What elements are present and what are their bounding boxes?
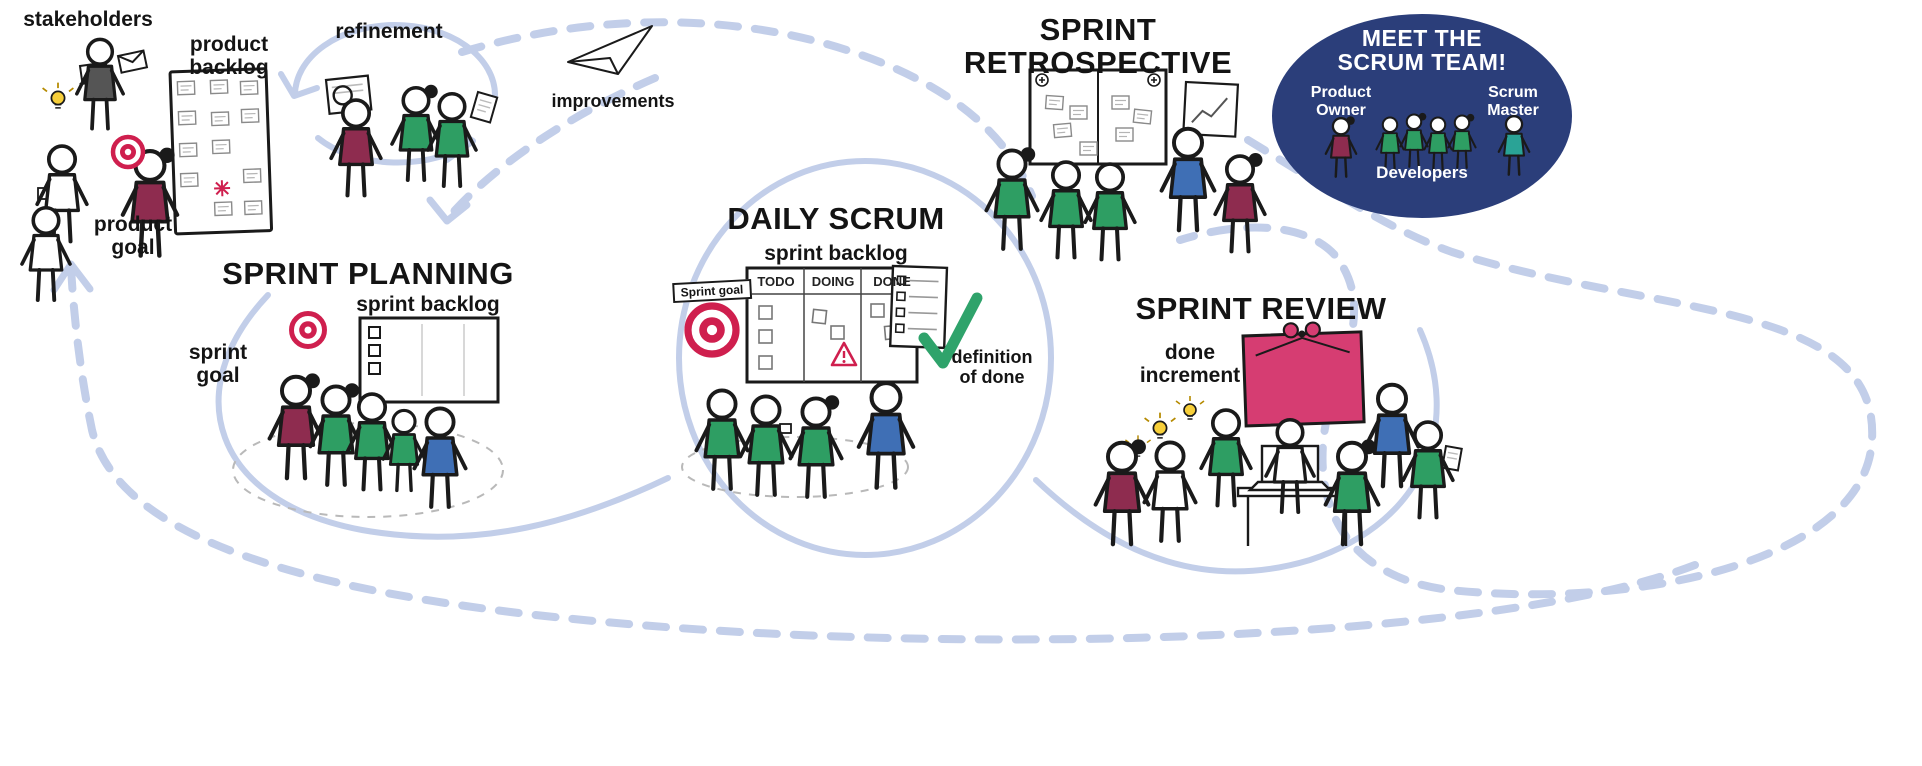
planning-sprint-backlog-label: sprint backlog — [356, 293, 500, 316]
document-icon — [1441, 444, 1463, 472]
dashed-right-loop — [1176, 136, 1877, 599]
lightbulb-icon — [1143, 411, 1177, 439]
flow-loops — [50, 18, 1877, 644]
developer-figure — [740, 396, 791, 494]
product-goal-target-icon — [113, 137, 143, 167]
stakeholder-figure — [20, 205, 72, 302]
developer-figure — [381, 408, 427, 493]
developer-figure — [1403, 422, 1453, 517]
retrospective-board — [1028, 68, 1168, 166]
retro-chart-icon — [1182, 80, 1240, 138]
lightbulb-icon — [41, 81, 75, 109]
paper-plane-icon — [567, 25, 653, 75]
developer-figure — [392, 85, 440, 180]
refinement-cycle-arrowhead — [278, 71, 320, 99]
planning-arrowhead — [426, 196, 471, 225]
sprint-goal-target-icon — [292, 314, 325, 347]
dashed-bottom-loop — [67, 264, 1699, 644]
developer-figure — [790, 395, 841, 497]
scrum-master-figure — [1366, 385, 1419, 486]
daily-sprint-backlog-label: sprint backlog — [764, 242, 908, 265]
developer-figure — [696, 390, 747, 488]
daily-goal-target-icon — [688, 306, 736, 354]
priority-star-icon — [214, 180, 231, 197]
product-backlog-label: product backlog — [189, 33, 269, 80]
definition-of-done-label: definition of done — [951, 347, 1033, 387]
product-backlog-board — [168, 67, 274, 236]
daily-scrum-loop — [676, 158, 1054, 558]
stakeholder-figure — [1144, 442, 1195, 540]
product-owner-figure — [270, 373, 323, 478]
lightbulb-icon — [1175, 395, 1205, 420]
phone-icon — [779, 423, 792, 434]
scrum-master-figure — [1162, 129, 1215, 230]
document-icon — [469, 90, 499, 124]
plus-circle-icon — [1035, 73, 1049, 87]
scrum-master-figure — [859, 383, 913, 488]
developer-figure — [1085, 164, 1135, 259]
developer-figure — [1041, 162, 1091, 257]
dashed-improvements-to-planning — [444, 74, 659, 222]
refinement-label: refinement — [335, 20, 443, 43]
dashed-top-loop — [458, 18, 1036, 200]
product-owner-figure — [1215, 153, 1265, 251]
product-owner-label: Product Owner — [1310, 84, 1372, 119]
planning-swoosh — [215, 292, 671, 540]
sprint-goal-label: sprint goal — [188, 341, 248, 388]
sprint-planning-title: SPRINT PLANNING — [222, 256, 514, 291]
sprint-planning-board — [358, 316, 500, 404]
improvements-label: improvements — [551, 91, 675, 111]
envelope-icon — [116, 49, 149, 74]
daily-scrum-board — [745, 266, 919, 384]
sprint-retrospective-title: SPRINT RETROSPECTIVE — [963, 12, 1233, 80]
stakeholders-label: stakeholders — [23, 8, 153, 31]
warning-icon — [830, 341, 858, 367]
developer-figure — [347, 394, 397, 489]
plus-circle-icon — [1147, 73, 1161, 87]
developer-figure — [310, 383, 361, 485]
column-done-label: DONE — [873, 274, 911, 289]
done-increment-label: done increment — [1139, 341, 1241, 388]
daily-floor-ellipse — [681, 436, 909, 498]
developers-label: Developers — [1376, 163, 1468, 182]
sprint-review-title: SPRINT REVIEW — [1135, 291, 1387, 326]
check-icon — [918, 292, 983, 369]
scrum-team-title: MEET THE SCRUM TEAM! — [1337, 25, 1507, 76]
review-swoosh — [1033, 327, 1440, 575]
product-goal-label: product goal — [93, 213, 173, 260]
column-todo-label: TODO — [757, 274, 795, 289]
daily-scrum-title: DAILY SCRUM — [727, 201, 945, 236]
product-owner-figure — [1096, 439, 1149, 544]
increment-gift-icon — [1241, 321, 1366, 428]
definition-of-done-checklist — [888, 264, 949, 350]
scrum-master-label: Scrum Master — [1487, 84, 1539, 119]
refinement-cycle-top — [292, 22, 498, 98]
sprint-goal-badge: Sprint goal — [672, 278, 752, 304]
scrum-master-figure — [414, 408, 465, 506]
column-doing-label: DOING — [811, 274, 855, 289]
